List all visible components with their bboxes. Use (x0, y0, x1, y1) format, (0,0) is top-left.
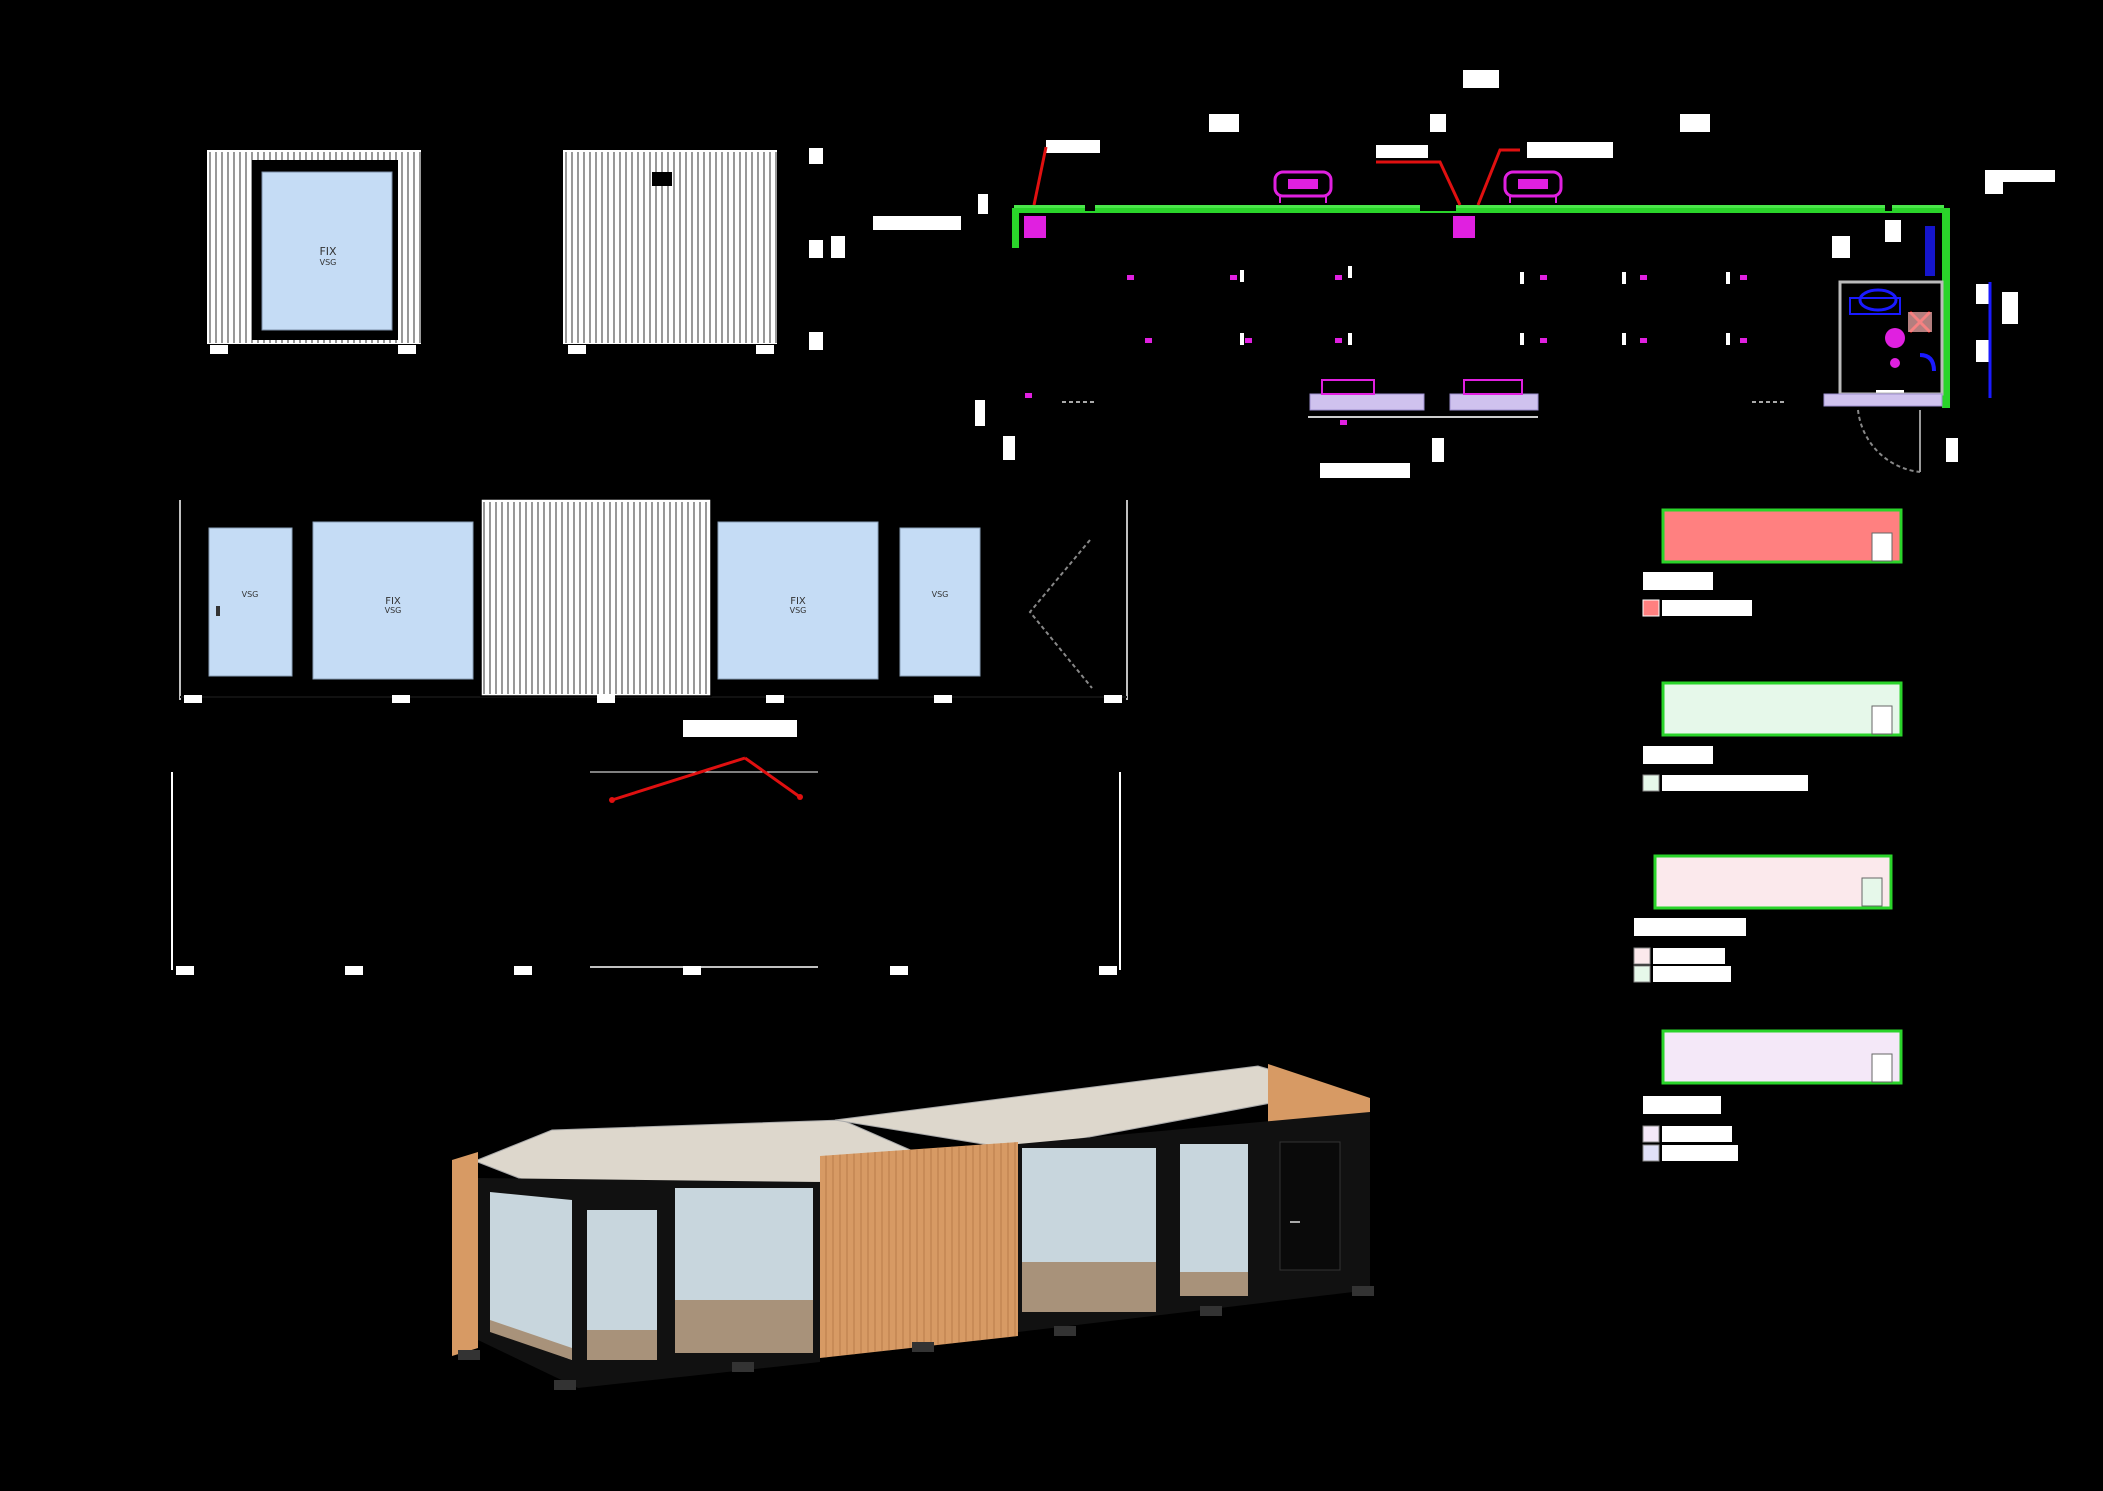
switch-icon (1726, 272, 1730, 284)
socket-icon (1025, 393, 1032, 398)
switch-icon (1240, 270, 1244, 282)
distribution-box-icon (1453, 216, 1475, 238)
socket-icon (1245, 338, 1252, 343)
distribution-box-icon (1024, 216, 1046, 238)
elevation-long: VSG FIX VSG FIX VSG VSG (179, 498, 1128, 703)
vsg-label: VSG (385, 606, 402, 615)
elevation-end-clad (561, 148, 845, 354)
socket-icon (1335, 338, 1342, 343)
switch-icon (1240, 333, 1244, 345)
socket-icon (1145, 338, 1152, 343)
socket-icon (1740, 275, 1747, 280)
socket-icon (1230, 275, 1237, 280)
foundation-section (171, 720, 1121, 975)
fix-label: FIX (385, 596, 401, 607)
wood-slats (825, 1142, 1016, 1358)
vsg-label: VSG (320, 258, 337, 267)
switch-icon (1622, 333, 1626, 345)
legend-red (1642, 508, 1903, 617)
socket-icon (1640, 275, 1647, 280)
switch-icon (1520, 272, 1524, 284)
socket-icon (1127, 275, 1134, 280)
switch-icon (1348, 333, 1352, 345)
switch-icon (1726, 333, 1730, 345)
elevation-end-glazed: FIX VSG (205, 148, 423, 354)
wc-room (1823, 226, 1992, 473)
legend-mint (1642, 681, 1903, 792)
fix-label: FIX (319, 245, 337, 258)
radiator-icon (1273, 170, 1333, 203)
socket-icon (1540, 338, 1547, 343)
socket-icon (1740, 338, 1747, 343)
socket-icon (1340, 420, 1347, 425)
cladding-pattern (483, 502, 707, 694)
radiator-icon (1503, 170, 1563, 203)
socket-icon (1335, 275, 1342, 280)
fix-label: FIX (790, 596, 806, 607)
socket-icon (1540, 275, 1547, 280)
switch-icon (1622, 272, 1626, 284)
switch-icon (1520, 333, 1524, 345)
socket-group (1025, 266, 1747, 425)
socket-icon (1640, 338, 1647, 343)
legend-lilac (1642, 1029, 1903, 1162)
switch-icon (1348, 266, 1352, 278)
floor-plan (873, 70, 2055, 478)
vsg-label: VSG (790, 606, 807, 615)
vsg-label: VSG (932, 590, 949, 599)
isometric-view (452, 1064, 1374, 1390)
legend-pink (1633, 854, 1893, 983)
vsg-label: VSG (242, 590, 259, 599)
